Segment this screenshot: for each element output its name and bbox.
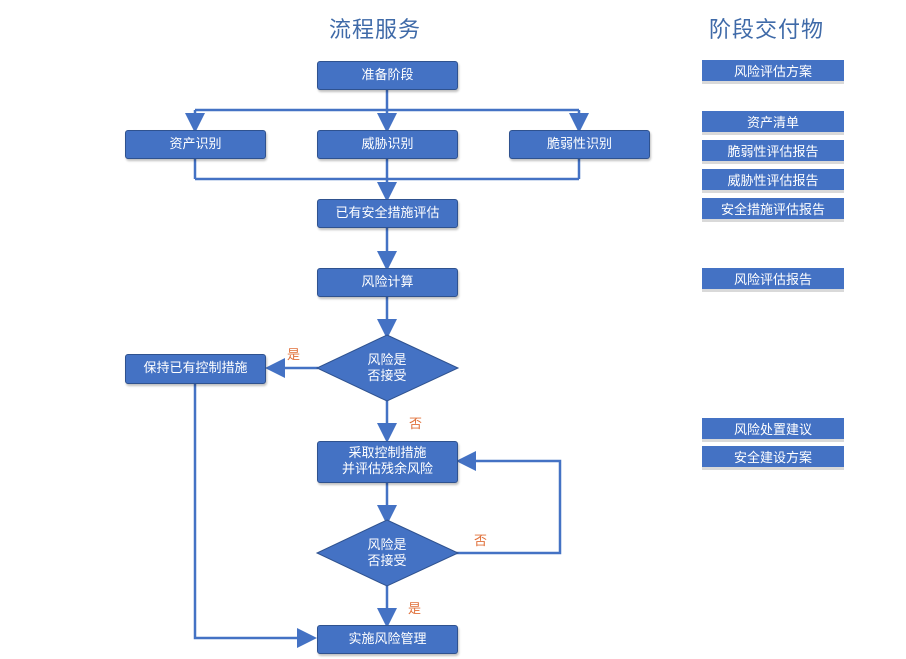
deliverable-item: 安全措施评估报告 xyxy=(702,198,844,222)
node-existing: 已有安全措施评估 xyxy=(317,199,458,228)
deliverable-item: 安全建设方案 xyxy=(702,446,844,470)
label-yes-2: 是 xyxy=(408,602,422,617)
node-vuln: 脆弱性识别 xyxy=(509,130,650,159)
label-no-1: 否 xyxy=(409,417,423,432)
node-control: 采取控制措施 并评估残余风险 xyxy=(317,441,458,483)
deliverable-item: 威胁性评估报告 xyxy=(702,169,844,193)
decision2-text: 风险是 否接受 xyxy=(367,538,407,569)
decision1-text: 风险是 否接受 xyxy=(367,353,407,384)
node-implement: 实施风险管理 xyxy=(317,625,458,654)
deliverable-item: 风险评估方案 xyxy=(702,60,844,84)
deliverable-item: 风险评估报告 xyxy=(702,268,844,292)
deliverable-item: 资产清单 xyxy=(702,111,844,135)
decision2-diamond xyxy=(315,519,460,587)
node-asset: 资产识别 xyxy=(125,130,266,159)
label-yes-1: 是 xyxy=(287,348,301,363)
node-calc: 风险计算 xyxy=(317,268,458,297)
deliverable-item: 风险处置建议 xyxy=(702,418,844,442)
node-threat: 威胁识别 xyxy=(317,130,458,159)
decision1-diamond xyxy=(315,334,460,402)
deliverable-item: 脆弱性评估报告 xyxy=(702,140,844,164)
deliverables-heading: 阶段交付物 xyxy=(709,18,825,43)
node-keep: 保持已有控制措施 xyxy=(125,354,266,384)
node-prepare: 准备阶段 xyxy=(317,61,458,90)
label-no-2: 否 xyxy=(474,534,488,549)
arrow-loop-back xyxy=(456,451,562,555)
process-heading: 流程服务 xyxy=(329,18,422,43)
arrow-keep-to-implement xyxy=(193,384,317,648)
